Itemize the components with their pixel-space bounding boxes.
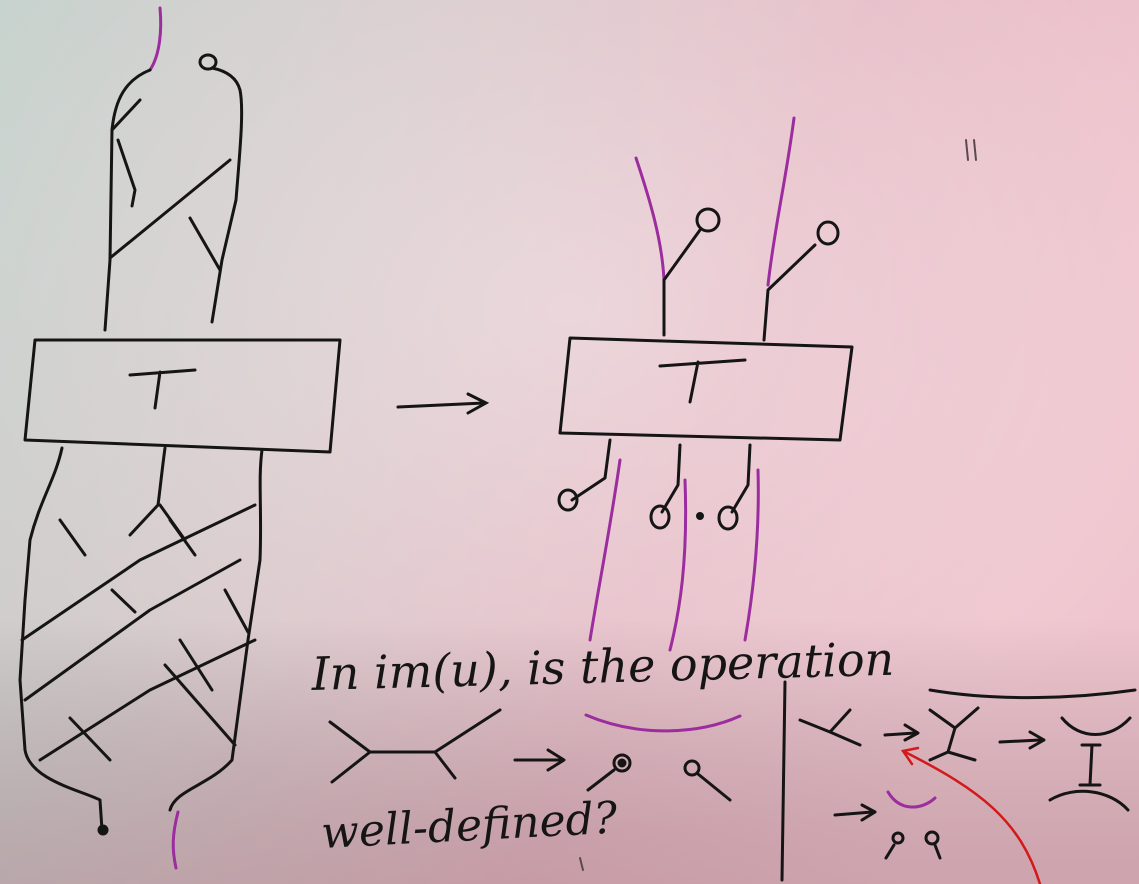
left-bottom-knot	[99, 826, 107, 834]
